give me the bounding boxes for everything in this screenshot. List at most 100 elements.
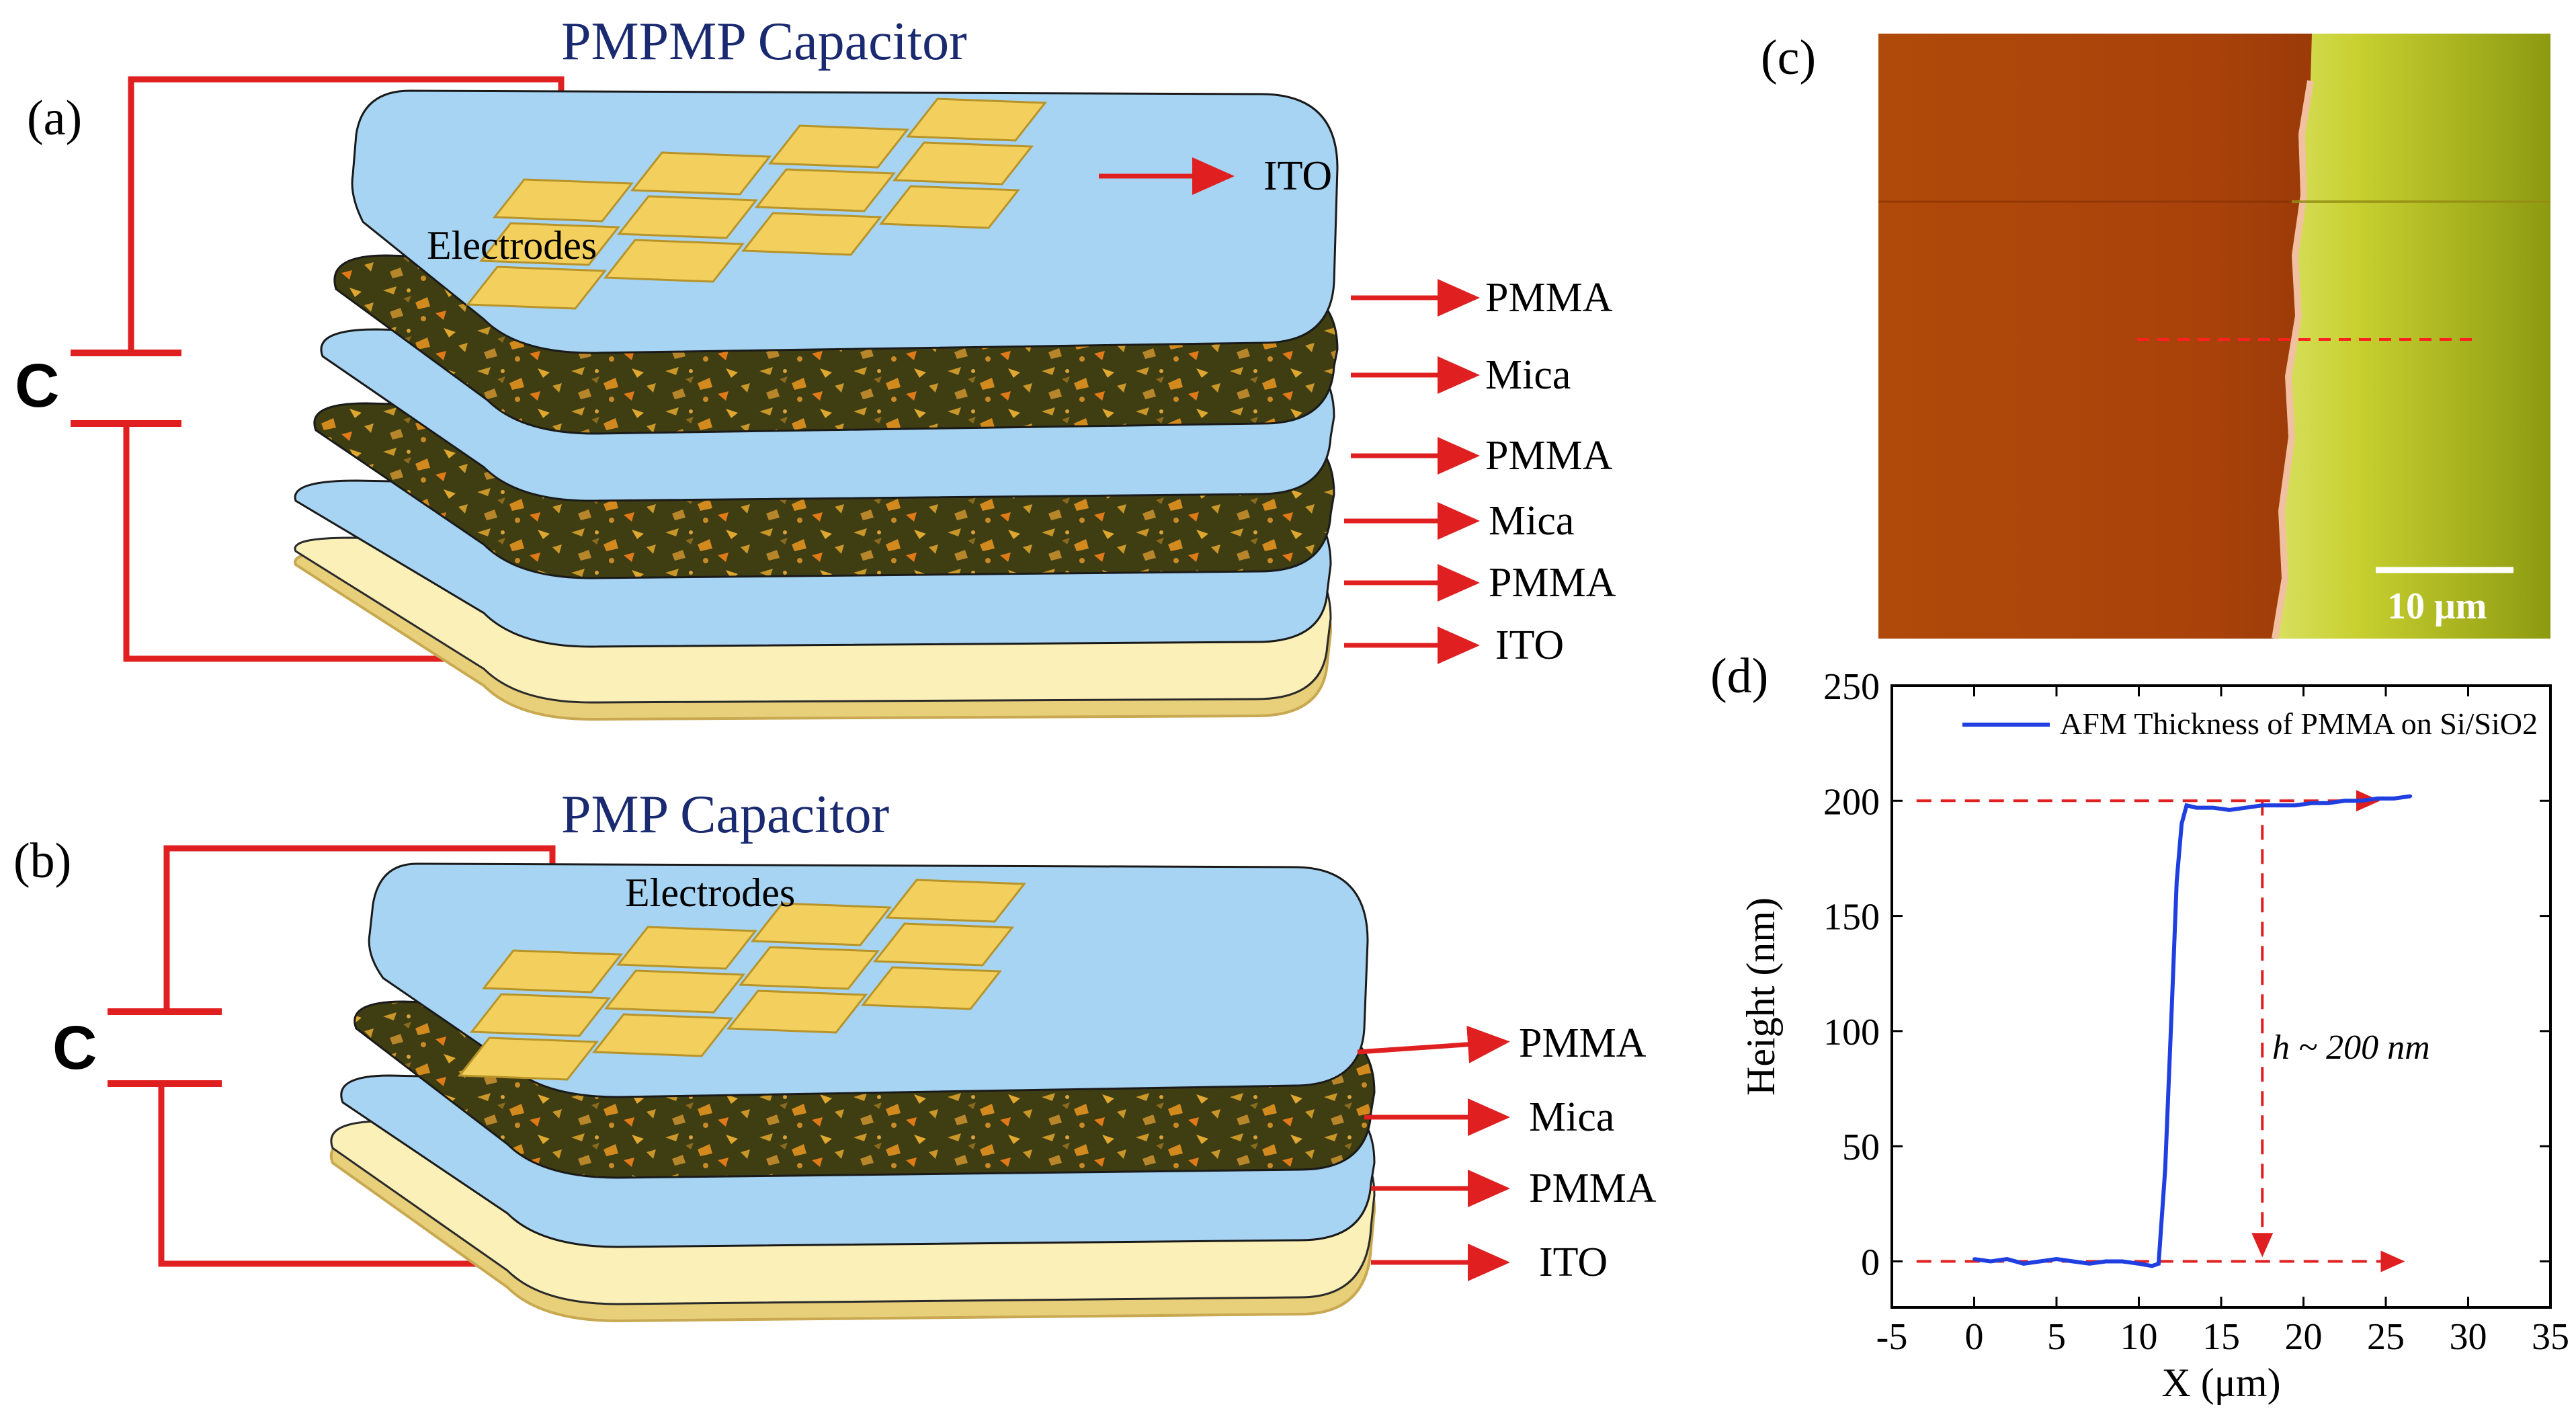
- panel-b-bottom-wire: [158, 1084, 484, 1267]
- panel-b-title: PMP Capacitor: [561, 785, 889, 844]
- y-tick-label: 150: [1823, 897, 1880, 938]
- panel-b-capacitor-symbol-label: C: [52, 1014, 97, 1082]
- label-ito-b: ITO: [1539, 1240, 1608, 1285]
- label-mica-b: Mica: [1529, 1094, 1614, 1140]
- panel-b-pmp-capacitor: (b) PMP Capacitor C Electrodes PMMA Mica…: [13, 785, 1657, 1323]
- data-point: [2087, 1262, 2091, 1266]
- panel-c-letter: (c): [1761, 30, 1816, 85]
- label-ito-bottom: ITO: [1495, 622, 1564, 668]
- panel-a-electrodes-label: Electrodes: [427, 223, 597, 268]
- data-point: [2175, 879, 2179, 883]
- data-point: [2293, 803, 2297, 807]
- panel-b-electrode-pad-r1-c3: [751, 902, 892, 946]
- data-point: [2022, 1262, 2026, 1266]
- label-pmma-top-b: PMMA: [1519, 1020, 1647, 1066]
- y-tick-label: 200: [1823, 781, 1880, 823]
- panel-d-height-profile-chart: (d) -5 0 5 10 15 20 25 30 35 0 50 100 150 200 250 X (μm…: [1710, 649, 2569, 1405]
- panel-a-electrode-pad-r3-c1: [466, 266, 607, 310]
- panel-a-pmpmp-capacitor: (a) PMPMP Capacitor C Electrodes ITO PMM…: [15, 12, 1616, 721]
- data-point: [2005, 1257, 2009, 1261]
- panel-b-electrode-pad-r1-c4: [885, 879, 1026, 923]
- label-mica-2: Mica: [1489, 498, 1574, 544]
- data-point: [2392, 797, 2396, 801]
- panel-a-electrode-pad-r2-c2: [617, 195, 758, 239]
- data-point: [2343, 799, 2347, 803]
- scale-bar-label: 10 μm: [2387, 585, 2487, 627]
- x-tick-label: 10: [2120, 1316, 2158, 1358]
- panel-b-electrodes-label: Electrodes: [625, 871, 795, 915]
- series-line-0: [1974, 794, 2411, 1268]
- data-point: [2260, 803, 2264, 807]
- panel-a-letter: (a): [27, 91, 82, 146]
- panel-b-electrode-pad-r3-c2: [592, 1013, 733, 1057]
- label-pmma-lower-b: PMMA: [1529, 1166, 1657, 1211]
- panel-a-electrode-pad-r3-c2: [604, 239, 745, 283]
- y-tick-label: 50: [1842, 1127, 1880, 1168]
- panel-a-electrode-pad-r1-c4: [906, 97, 1047, 142]
- label-pmma-1: PMMA: [1485, 275, 1613, 321]
- x-tick-label: 15: [2202, 1316, 2240, 1358]
- y-tick-label: 250: [1823, 666, 1880, 708]
- panel-a-electrode-pad-r2-c3: [755, 168, 896, 212]
- panel-a-electrode-pad-r2-c1: [479, 222, 620, 266]
- x-tick-label: 0: [1965, 1316, 1984, 1358]
- x-tick-label: 20: [2285, 1316, 2323, 1358]
- panel-b-electrode-pad-r2-c3: [739, 946, 880, 990]
- panel-b-electrode-pad-r2-c4: [873, 922, 1014, 967]
- y-axis-label: Height (nm): [1739, 897, 1783, 1096]
- afm-film-edge: [2272, 80, 2314, 639]
- panel-a-capacitor-symbol-label: C: [15, 352, 59, 420]
- x-tick-label: -5: [1876, 1316, 1908, 1358]
- height-profile-plot: -5 0 5 10 15 20 25 30 35 0 50 100 150 200 250 X (μm) Hei…: [1739, 666, 2569, 1405]
- x-tick-label: 25: [2367, 1316, 2405, 1358]
- panel-b-electrode-pad-r3-c3: [726, 989, 868, 1034]
- data-point: [2376, 797, 2380, 801]
- panel-a-bottom-wire: [123, 423, 447, 662]
- y-tick-label: 100: [1823, 1012, 1880, 1053]
- data-point: [2277, 803, 2281, 807]
- data-point: [2170, 1006, 2173, 1010]
- data-point: [1989, 1259, 1993, 1263]
- height-annotation: h ~ 200 nm: [2272, 1028, 2430, 1067]
- data-point: [2137, 1262, 2141, 1266]
- x-tick-label: 5: [2047, 1316, 2066, 1358]
- panel-b-electrode-pad-r2-c1: [470, 993, 611, 1037]
- panel-a-title: PMPMP Capacitor: [561, 12, 967, 71]
- data-point: [1972, 1257, 1976, 1261]
- label-pmma-3: PMMA: [1489, 560, 1616, 606]
- panel-b-letter: (b): [13, 834, 71, 889]
- data-point: [2185, 803, 2189, 807]
- electrode-pad-grid-a: [466, 97, 1047, 310]
- panel-a-electrode-pad-r1-c3: [768, 124, 909, 169]
- label-pmma-2: PMMA: [1485, 433, 1613, 479]
- panel-b-electrode-pad-r2-c2: [604, 969, 745, 1014]
- data-point: [2163, 1167, 2167, 1171]
- panel-b-electrode-pad-r1-c1: [482, 949, 623, 994]
- data-point: [2326, 801, 2330, 805]
- data-point: [2179, 822, 2184, 826]
- panel-a-electrode-pad-r3-c4: [879, 185, 1020, 229]
- label-mica-1: Mica: [1485, 352, 1571, 398]
- panel-a-electrode-pad-r1-c1: [493, 178, 634, 222]
- data-point: [2054, 1257, 2059, 1261]
- data-point: [2244, 806, 2248, 810]
- y-tick-label: 0: [1861, 1242, 1880, 1283]
- panel-b-electrode-pad-r1-c2: [616, 926, 757, 970]
- legend-label-0: AFM Thickness of PMMA on Si/SiO2: [2060, 706, 2538, 741]
- panel-c-afm-image: (c) 10 μm: [1761, 30, 2550, 639]
- panel-b-electrode-pad-r3-c4: [861, 966, 1002, 1010]
- x-tick-label: 30: [2450, 1316, 2487, 1358]
- data-point: [2071, 1259, 2075, 1263]
- x-axis-label: X (μm): [2161, 1361, 2280, 1405]
- data-point: [2150, 1264, 2154, 1268]
- data-point: [2409, 794, 2413, 798]
- panel-a-electrode-pad-r1-c2: [630, 151, 772, 196]
- data-point: [2359, 799, 2363, 803]
- data-point: [2157, 1262, 2161, 1266]
- panel-d-letter: (d): [1710, 649, 1768, 704]
- x-tick-label: 35: [2532, 1316, 2569, 1358]
- data-point: [2194, 806, 2198, 810]
- label-ito-top: ITO: [1263, 153, 1332, 199]
